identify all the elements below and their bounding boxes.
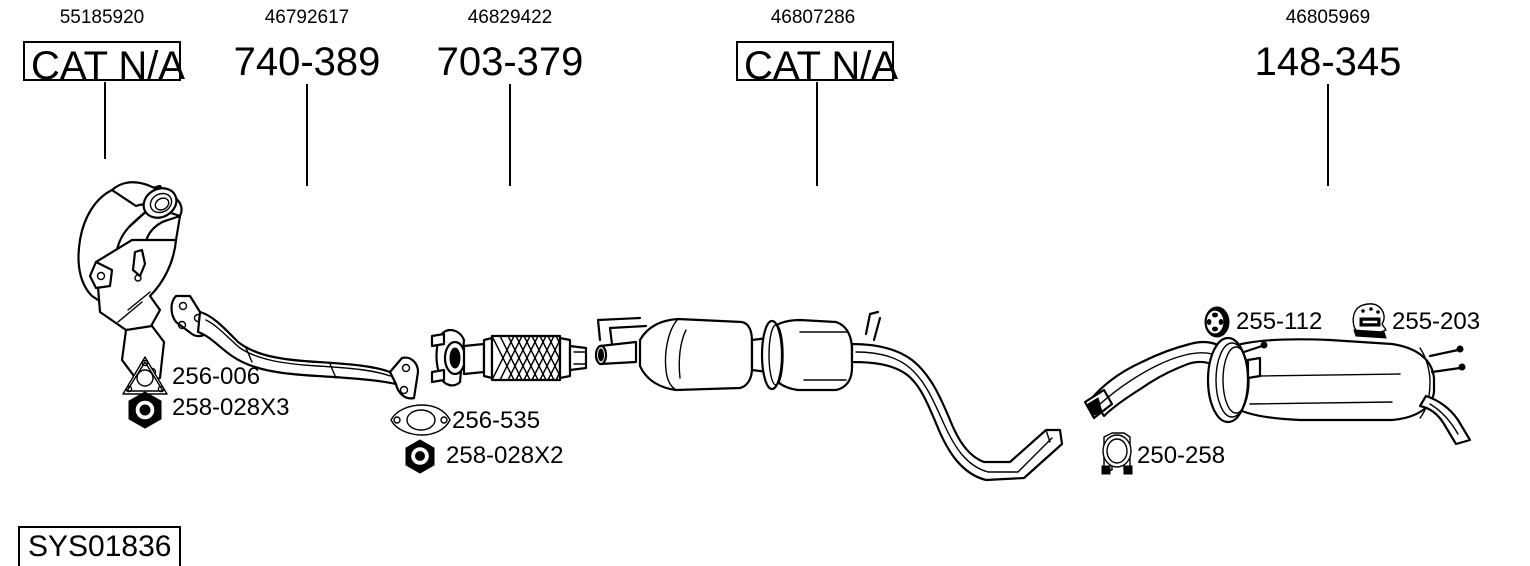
leader-line-catalytic-converter-front	[104, 82, 106, 159]
accessory-label-250-258[interactable]: 250-258	[1137, 442, 1226, 469]
part-code-rear-muffler[interactable]: 148-345	[1254, 40, 1402, 84]
rubber-hanger-icon-255-112	[1204, 306, 1230, 338]
front-pipe-drawing	[170, 294, 420, 400]
ref-number-flex-pipe: 46829422	[467, 7, 553, 28]
ref-number-rear-muffler: 46805969	[1285, 7, 1371, 28]
leader-line-rear-muffler	[1327, 84, 1329, 186]
u-bolt-clamp-icon-250-258	[1101, 432, 1133, 475]
ref-number-catalytic-converter-front: 55185920	[59, 7, 145, 28]
accessory-label-258-028x2[interactable]: 258-028X2	[446, 442, 564, 469]
ref-number-front-pipe: 46792617	[264, 7, 350, 28]
hex-nut-icon-258-028x2	[405, 439, 435, 474]
accessory-label-258-028x3[interactable]: 258-028X3	[172, 394, 290, 421]
leader-line-front-pipe	[306, 84, 308, 186]
part-code-catalytic-converter-center[interactable]: CAT N/A	[736, 41, 898, 86]
leader-line-flex-pipe	[509, 84, 511, 186]
accessory-label-255-112[interactable]: 255-112	[1236, 308, 1323, 335]
part-code-front-pipe[interactable]: 740-389	[233, 40, 381, 84]
oval-gasket-icon-256-535	[390, 404, 451, 436]
intermediate-pipe-drawing	[850, 342, 1064, 482]
rear-muffler-drawing	[1083, 336, 1472, 446]
mounting-bracket-icon-255-203	[1352, 303, 1387, 339]
accessory-label-256-006[interactable]: 256-006	[172, 363, 261, 390]
system-code-box[interactable]: SYS01836	[18, 526, 182, 566]
hex-nut-icon-258-028x3	[128, 391, 162, 429]
part-code-catalytic-converter-front[interactable]: CAT N/A	[23, 41, 185, 86]
accessory-label-255-203[interactable]: 255-203	[1392, 308, 1481, 335]
flex-pipe-drawing	[430, 329, 588, 387]
part-code-flex-pipe[interactable]: 703-379	[436, 40, 584, 84]
catalytic-converter-center-drawing	[594, 310, 882, 392]
leader-line-catalytic-converter-center	[816, 82, 818, 186]
ref-number-catalytic-converter-center: 46807286	[770, 7, 856, 28]
catalytic-converter-front-drawing	[77, 181, 183, 386]
accessory-label-256-535[interactable]: 256-535	[452, 407, 541, 434]
